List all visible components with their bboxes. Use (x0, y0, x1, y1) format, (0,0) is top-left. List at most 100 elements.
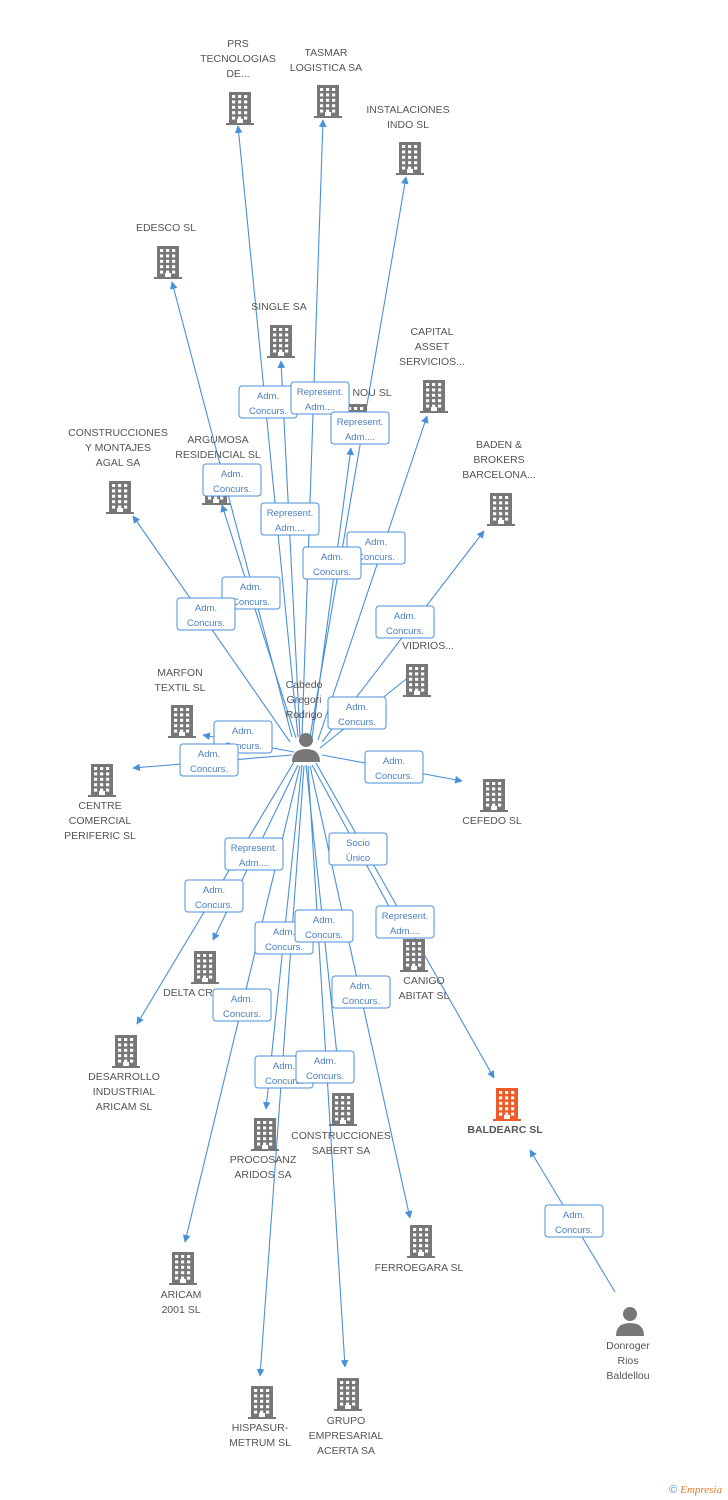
company-node[interactable]: BALDEARC SL (467, 1088, 543, 1136)
relation-label-text: Concurs. (357, 552, 395, 563)
relation-edge (311, 447, 354, 739)
building-icon (480, 779, 508, 812)
relation-label-box[interactable]: Represent.Adm.... (290, 381, 350, 415)
relation-label-text: Adm. (273, 1061, 295, 1072)
building-icon (267, 325, 295, 358)
relation-label-box[interactable]: Adm.Concurs. (331, 975, 391, 1009)
relation-label-text: Adm. (346, 702, 368, 713)
relation-label-box[interactable]: Adm.Concurs. (212, 988, 272, 1022)
node-label-line: METRUM SL (229, 1437, 291, 1449)
person-icon (292, 733, 320, 762)
relation-label-text: Represent. (337, 417, 383, 428)
company-node[interactable]: PRSTECNOLOGIASDE... (200, 38, 276, 125)
company-node[interactable]: EDESCO SL (136, 222, 196, 279)
relation-edge (277, 360, 301, 738)
relation-label-box[interactable]: Adm.Concurs. (221, 576, 281, 610)
node-label-line: DESARROLLO (88, 1071, 160, 1083)
relation-label-box[interactable]: Adm.Concurs. (202, 463, 262, 497)
relation-label-text: Concurs. (265, 942, 303, 953)
relation-label-box[interactable]: Adm. Concurs. (327, 696, 387, 730)
node-label-line: MARFON (157, 667, 203, 679)
node-label-line: BARCELONA... (462, 469, 536, 481)
building-icon (329, 1093, 357, 1126)
company-node[interactable]: HISPASUR- METRUM SL (229, 1386, 291, 1449)
node-label-line: PROCOSANZ (230, 1154, 297, 1166)
relation-label-text: Único (346, 853, 370, 864)
node-label-line: CANIGO (403, 975, 444, 987)
node-label-line: Gregori (286, 694, 321, 706)
relation-label-text: Concurs. (195, 900, 233, 911)
company-node[interactable]: SINGLE SA (251, 301, 307, 358)
node-label-line: Rodrigo (286, 709, 323, 721)
node-label-line: Donroger (606, 1340, 650, 1352)
relation-label-text: Represent. (231, 843, 277, 854)
relation-label-text: Concurs. (306, 1071, 344, 1082)
relation-label-box[interactable]: Adm.Concurs. (302, 546, 362, 580)
node-label-line: NOU SL (352, 387, 391, 399)
relation-label-text: Adm.... (239, 858, 269, 869)
node-label-line: EMPRESARIAL (309, 1430, 384, 1442)
building-icon (106, 481, 134, 514)
node-label-line: INDUSTRIAL (93, 1086, 156, 1098)
company-node[interactable]: DELTA CR (163, 951, 219, 999)
relation-label-box[interactable]: Adm.Concurs. (176, 597, 236, 631)
relation-label-text: Adm. (240, 582, 262, 593)
relation-label-text: Concurs. (190, 764, 228, 775)
company-node[interactable]: BADEN &BROKERSBARCELONA... (462, 439, 536, 526)
node-label-line: TASMAR (305, 47, 348, 59)
node-label-line: SINGLE SA (251, 301, 306, 313)
node-label-line: HISPASUR- (232, 1422, 289, 1434)
relation-label-box[interactable]: Adm.Concurs. (295, 1050, 355, 1084)
relation-label-box[interactable]: Adm.Concurs. (238, 385, 298, 419)
node-label-line: CEFEDO SL (462, 815, 522, 827)
company-node[interactable]: PROCOSANZ ARIDOS SA (230, 1118, 297, 1181)
relation-label-box[interactable]: Adm.Concurs. (375, 605, 435, 639)
node-label-line: 2001 SL (161, 1304, 200, 1316)
node-label-line: ARIDOS SA (234, 1169, 291, 1181)
relation-label-box[interactable]: Represent.Adm.... (330, 411, 390, 445)
relation-label-text: Concurs. (338, 717, 376, 728)
node-label-line: ASSET (415, 341, 450, 353)
company-node[interactable]: CAPITALASSETSERVICIOS... (399, 326, 465, 413)
node-label-line: INSTALACIONES (366, 104, 449, 116)
node-label-line: RESIDENCIAL SL (175, 449, 261, 461)
relation-label-text: Adm.... (305, 402, 335, 413)
relation-label-box[interactable]: Adm.Concurs. (179, 743, 239, 777)
node-label-line: PRS (227, 38, 249, 50)
building-icon (154, 246, 182, 279)
relation-label-box[interactable]: Adm.Concurs. (364, 750, 424, 784)
relation-label-box[interactable]: Represent.Adm.... (375, 905, 435, 939)
relation-label-text: Concurs. (249, 406, 287, 417)
relation-label-text: Concurs. (213, 484, 251, 495)
building-icon (334, 1378, 362, 1411)
node-label-line: ARGUMOSA (187, 434, 248, 446)
company-node[interactable]: DAVIDRIOS... (402, 610, 454, 697)
relation-label-box[interactable]: Adm.Concurs. (294, 909, 354, 943)
building-icon (420, 380, 448, 413)
relations-layer: Adm.Concurs.Represent.Adm....Represent.A… (176, 381, 604, 1238)
relation-label-text: Concurs. (342, 996, 380, 1007)
building-icon (168, 705, 196, 738)
relation-label-box[interactable]: Represent.Adm.... (260, 502, 320, 536)
relation-label-box[interactable]: Represent. Adm.... (224, 837, 284, 871)
company-node[interactable]: FERROEGARA SL (375, 1225, 464, 1274)
relation-label-box[interactable]: Adm.Concurs. (544, 1204, 604, 1238)
relation-label-text: Adm.... (390, 926, 420, 937)
node-label-line: EDESCO SL (136, 222, 196, 234)
building-icon (112, 1035, 140, 1068)
relation-label-box[interactable]: Adm.Concurs. (184, 879, 244, 913)
company-node[interactable]: CEFEDO SL (462, 779, 522, 827)
